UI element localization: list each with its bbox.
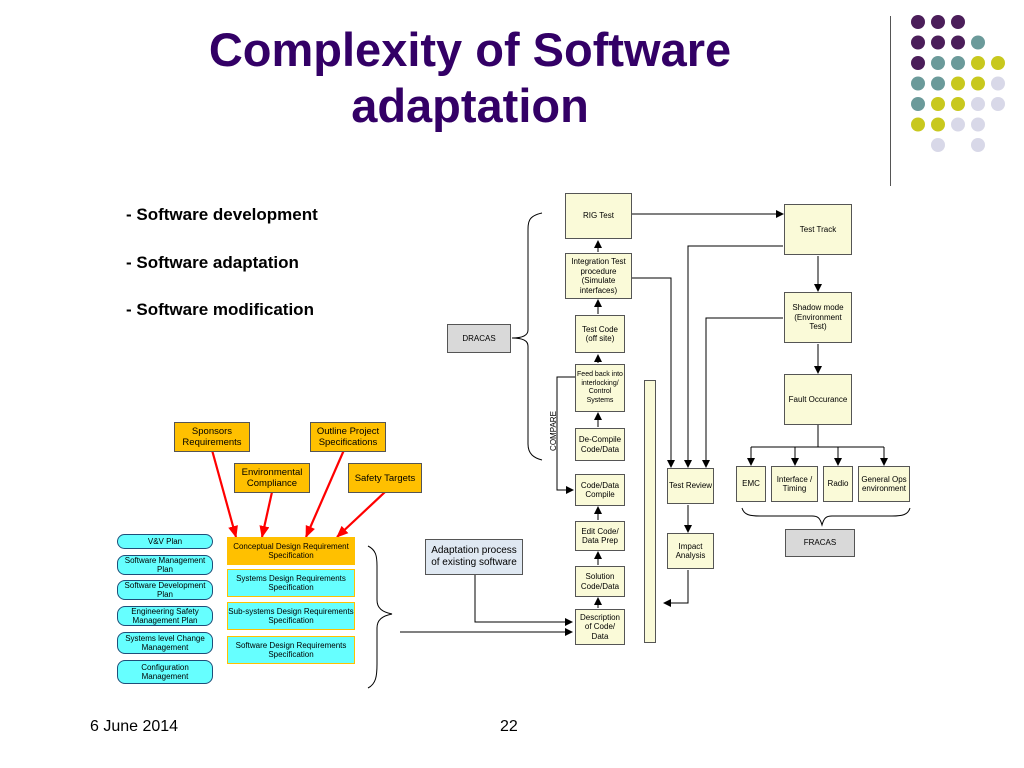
safety-targets-box: Safety Targets [348, 463, 422, 493]
decorative-dot [911, 15, 925, 29]
decorative-dot [991, 56, 1005, 70]
edit-code-box: Edit Code/ Data Prep [575, 521, 625, 551]
description-box: Description of Code/ Data [575, 609, 625, 645]
test-code-box: Test Code (off site) [575, 315, 625, 353]
compare-label: COMPARE [549, 411, 558, 451]
slide-title: Complexity of Software adaptation [150, 22, 790, 134]
shadow-mode-box: Shadow mode (Environment Test) [784, 292, 852, 343]
test-track-box: Test Track [784, 204, 852, 255]
decorative-dots [900, 12, 1020, 162]
impact-analysis-box: Impact Analysis [667, 533, 714, 569]
decorative-dot [931, 35, 945, 50]
decorative-dot [971, 117, 985, 132]
footer-page-number: 22 [500, 718, 518, 735]
plan-software-development: Software Development Plan [117, 580, 213, 600]
emc-box: EMC [736, 466, 766, 502]
decorative-dot [911, 117, 925, 132]
test-review-box: Test Review [667, 468, 714, 504]
decorative-dot [971, 76, 985, 91]
decorative-dot [911, 97, 925, 111]
arrow-integration-to-review [632, 277, 675, 468]
feed-back-box: Feed back into interlocking/ Control Sys… [575, 364, 625, 412]
bullet-software-development: - Software development [126, 205, 318, 224]
feedback-vertical-bar [644, 380, 656, 643]
decorative-dot [931, 56, 945, 70]
compare-loop-line [556, 376, 575, 494]
decorative-dot [931, 97, 945, 111]
arrow-adaptation-to-description [474, 570, 573, 626]
conceptual-design-box: Conceptual Design Requirement Specificat… [227, 537, 355, 565]
title-divider-line [890, 16, 891, 186]
decorative-dot [931, 76, 945, 91]
radio-box: Radio [823, 466, 853, 502]
plan-engineering-safety: Engineering Safety Management Plan [117, 606, 213, 626]
fault-occurance-box: Fault Occurance [784, 374, 852, 425]
plan-vv: V&V Plan [117, 534, 213, 549]
decorative-dot [951, 76, 965, 91]
fracas-bracket [741, 507, 911, 527]
decorative-dot [971, 138, 985, 152]
bullet-software-adaptation: - Software adaptation [126, 253, 299, 272]
decorative-dot [991, 97, 1005, 111]
dracas-bracket [511, 212, 543, 461]
decorative-dot [971, 97, 985, 111]
red-arrow-outline [304, 449, 346, 538]
rig-test-box: RIG Test [565, 193, 632, 239]
systems-design-box: Systems Design Requirements Specificatio… [227, 569, 355, 597]
slide-title-line2: adaptation [351, 79, 589, 132]
decorative-dot [951, 35, 965, 50]
decorative-dot [991, 76, 1005, 91]
decorative-dot [971, 35, 985, 50]
general-ops-box: General Ops environment [858, 466, 910, 502]
subsystems-design-box: Sub-systems Design Requirements Specific… [227, 602, 355, 630]
adaptation-process-box: Adaptation process of existing software [425, 539, 523, 575]
interface-timing-box: Interface / Timing [771, 466, 818, 502]
software-design-box: Software Design Requirements Specificati… [227, 636, 355, 664]
environmental-compliance-box: Environmental Compliance [234, 463, 310, 493]
decorative-dot [931, 15, 945, 29]
sponsors-requirements-box: Sponsors Requirements [174, 422, 250, 452]
solution-box: Solution Code/Data [575, 566, 625, 597]
requirements-bracket [367, 545, 393, 689]
plan-configuration: Configuration Management [117, 660, 213, 684]
red-arrow-sponsors [210, 449, 238, 538]
decorative-dot [951, 117, 965, 132]
red-arrow-safety [336, 491, 386, 538]
decorative-dot [931, 138, 945, 152]
outline-project-box: Outline Project Specifications [310, 422, 386, 452]
red-arrow-environmental [259, 491, 274, 538]
fracas-box: FRACAS [785, 529, 855, 557]
decompile-box: De-Compile Code/Data [575, 428, 625, 461]
slide-title-line1: Complexity of Software [208, 23, 732, 76]
decorative-dots-graphic [911, 15, 1005, 152]
decorative-dot [951, 15, 965, 29]
decorative-dot [951, 56, 965, 70]
arrow-impact-to-feedback-bar [663, 570, 689, 607]
plan-software-management: Software Management Plan [117, 555, 213, 575]
decorative-dot [951, 97, 965, 111]
integration-test-box: Integration Test procedure (Simulate int… [565, 253, 632, 299]
decorative-dot [971, 56, 985, 70]
dracas-box: DRACAS [447, 324, 511, 353]
arrow-shadow-to-review [702, 317, 783, 468]
code-data-compile-box: Code/Data Compile [575, 474, 625, 506]
bullet-software-modification: - Software modification [126, 300, 314, 319]
decorative-dot [931, 117, 945, 132]
decorative-dot [911, 56, 925, 70]
footer-date: 6 June 2014 [90, 718, 179, 735]
decorative-dot [911, 35, 925, 50]
arrow-testtrack-to-review [684, 245, 783, 468]
plan-systems-change: Systems level Change Management [117, 632, 213, 654]
decorative-dot [911, 76, 925, 91]
